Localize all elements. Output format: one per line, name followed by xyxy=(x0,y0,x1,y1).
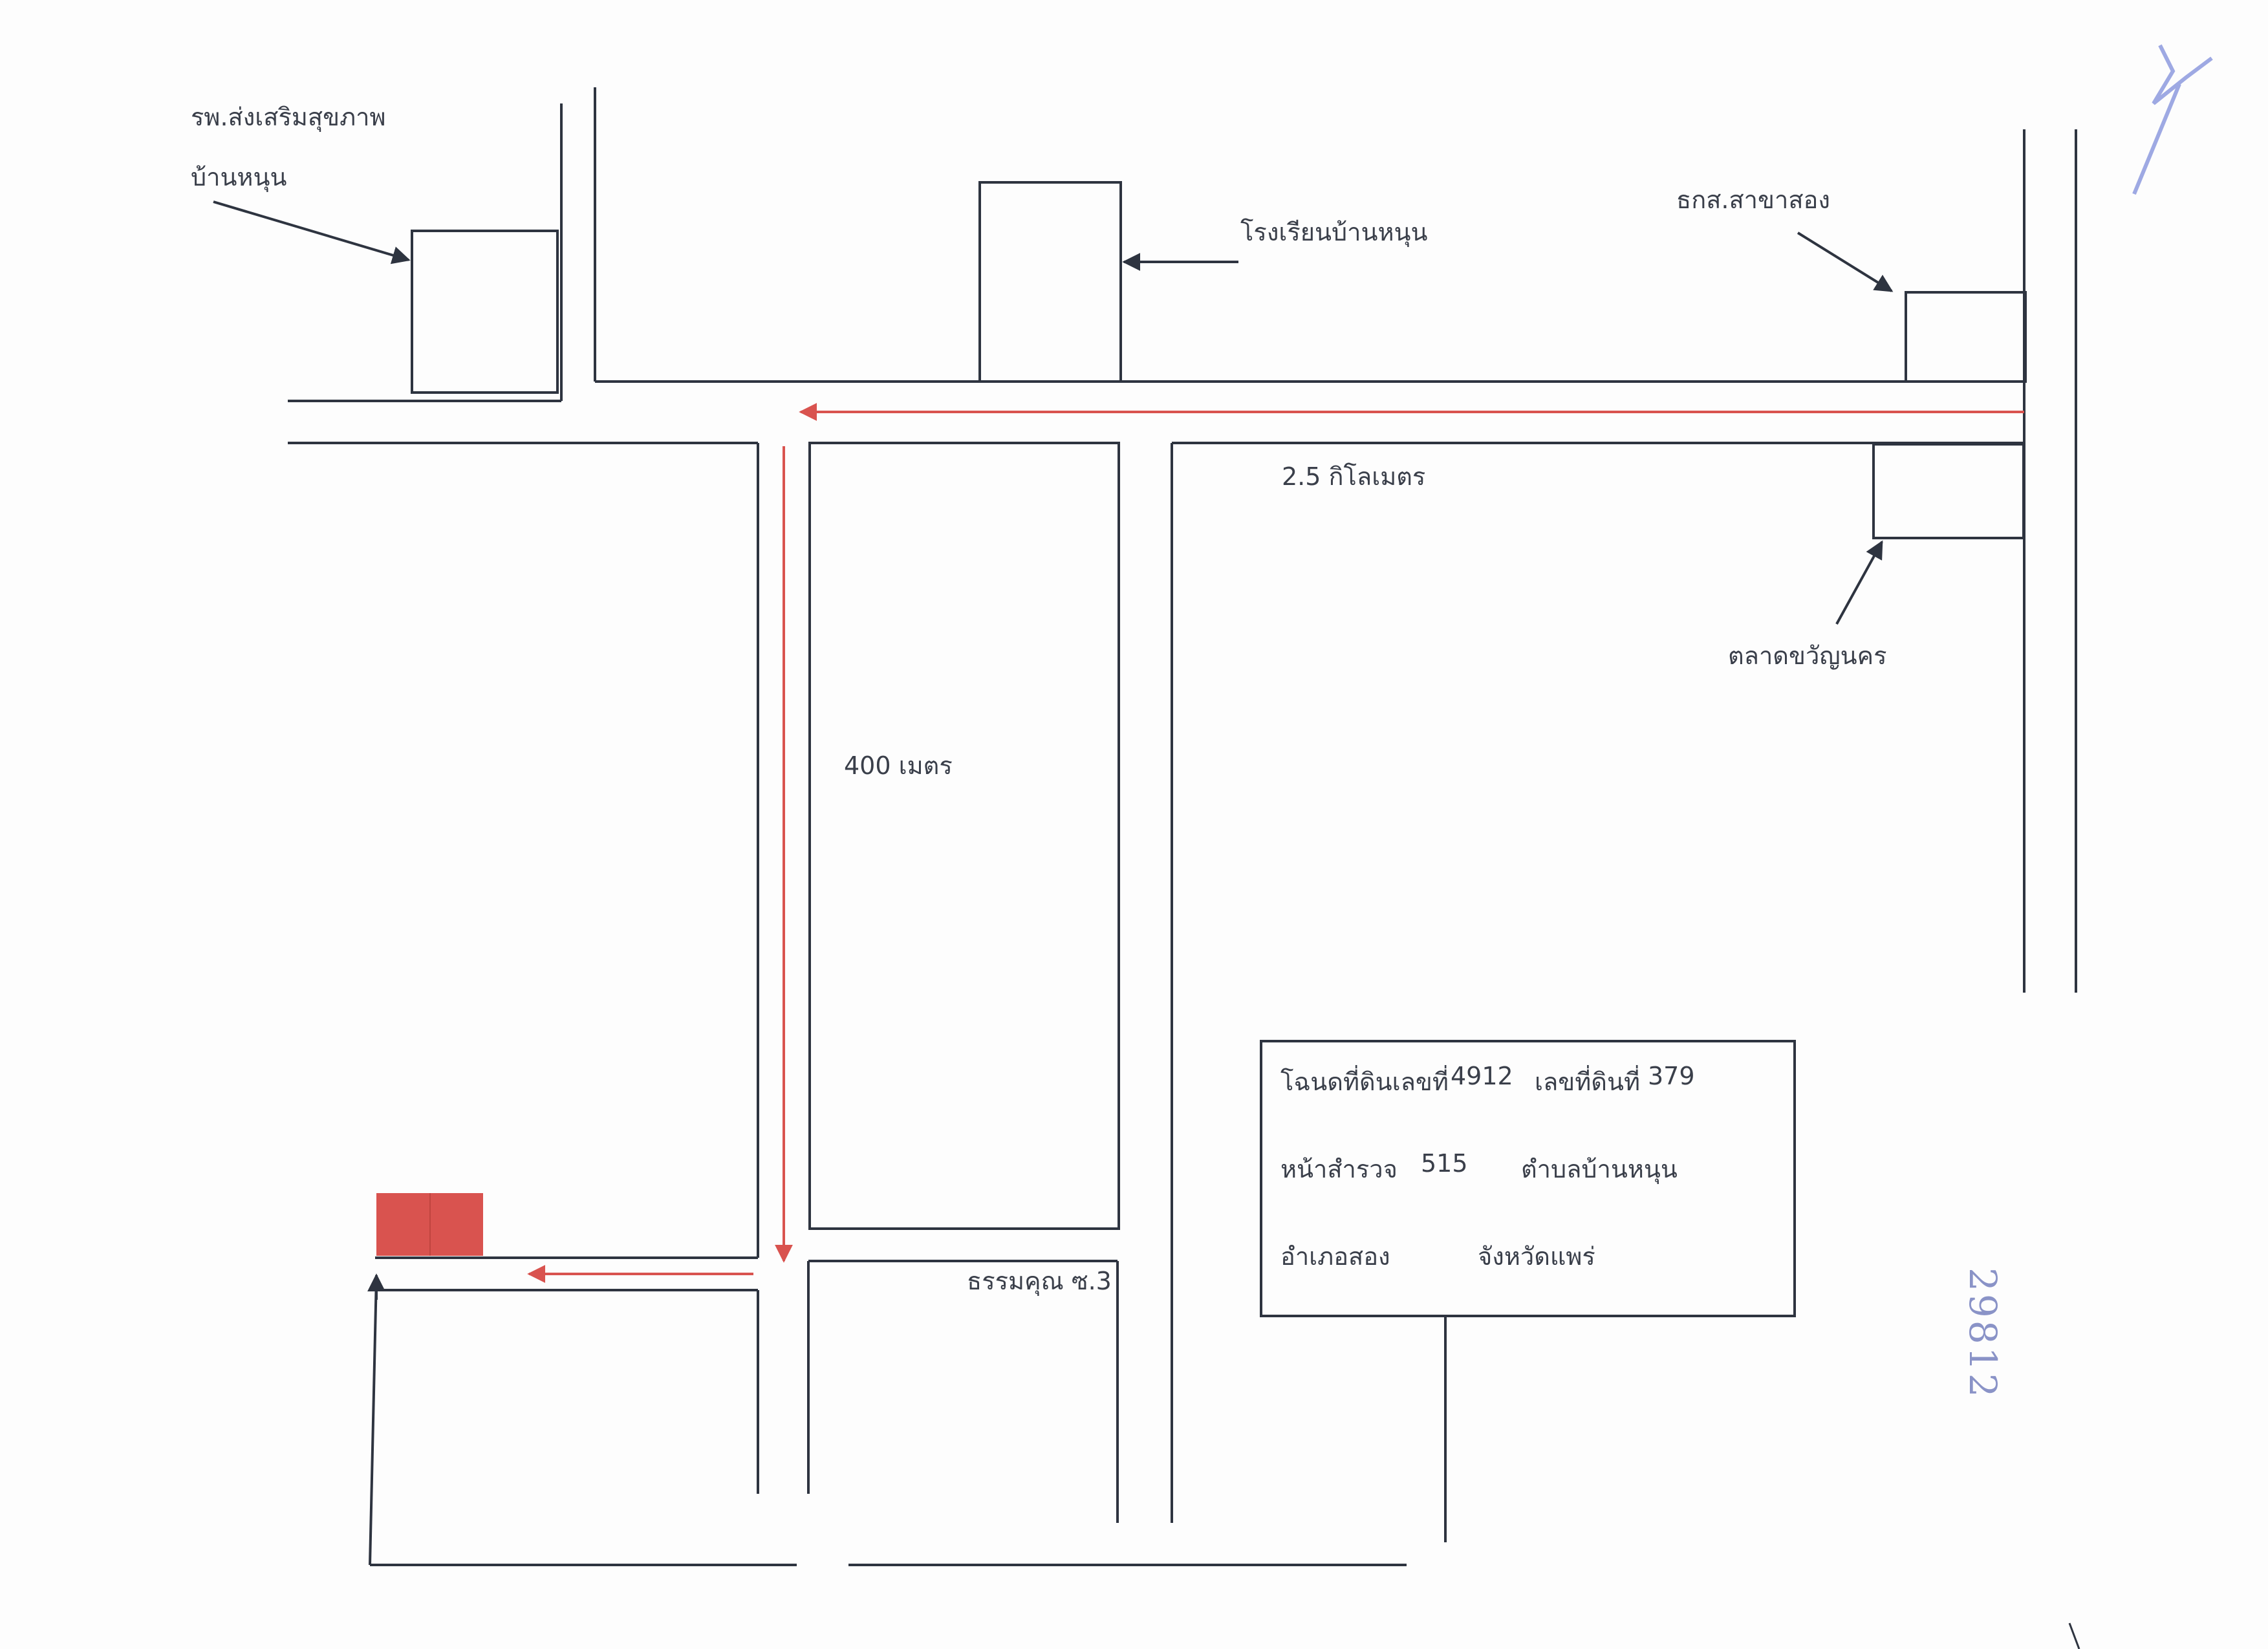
land-number: 379 xyxy=(1648,1062,1695,1090)
deed-number: 4912 xyxy=(1451,1062,1513,1090)
side-road-distance: 400 เมตร xyxy=(844,751,953,780)
subdistrict: ตำบลบ้านหนุน xyxy=(1521,1155,1678,1183)
arrow-bank xyxy=(1797,232,1894,292)
bank-building xyxy=(1905,291,2027,383)
soi-label: ธรรมคุณ ซ.3 xyxy=(967,1267,1112,1295)
land-number-label: เลขที่ดินที่ xyxy=(1535,1068,1641,1096)
arrow-health-center xyxy=(213,200,411,264)
info-box-frame xyxy=(1260,1040,1796,1317)
buildings xyxy=(411,181,2027,539)
deed-label: โฉนดที่ดินเลขที่ xyxy=(1280,1068,1449,1096)
block-center xyxy=(808,442,1120,1230)
survey-label: หน้าสำรวจ xyxy=(1280,1155,1398,1183)
survey-number: 515 xyxy=(1421,1149,1468,1178)
health-center-building xyxy=(411,230,559,394)
road-lines xyxy=(288,87,2077,1566)
target-plot xyxy=(376,1193,483,1256)
market-building xyxy=(1872,443,2025,539)
health-center-label-line2: บ้านหนุน xyxy=(191,163,287,191)
province: จังหวัดแพร่ xyxy=(1478,1242,1595,1271)
district: อำเภอสอง xyxy=(1280,1242,1390,1271)
scan-marks xyxy=(2068,44,2213,1649)
health-center-label-line1: รพ.ส่งเสริมสุขภาพ xyxy=(191,103,386,131)
arrow-market xyxy=(1835,540,1883,625)
school-label: โรงเรียนบ้านหนุน xyxy=(1240,218,1428,246)
route-arrows xyxy=(527,403,2024,1283)
market-label: ตลาดขวัญนคร xyxy=(1728,641,1887,670)
main-road-distance: 2.5 กิโลเมตร xyxy=(1282,462,1426,491)
bank-label: ธกส.สาขาสอง xyxy=(1676,186,1830,214)
handwritten-number: 29812 xyxy=(1961,1267,2005,1400)
road-edge xyxy=(369,1277,378,1566)
school-building xyxy=(978,181,1122,383)
pointer-arrows xyxy=(213,200,1894,1300)
